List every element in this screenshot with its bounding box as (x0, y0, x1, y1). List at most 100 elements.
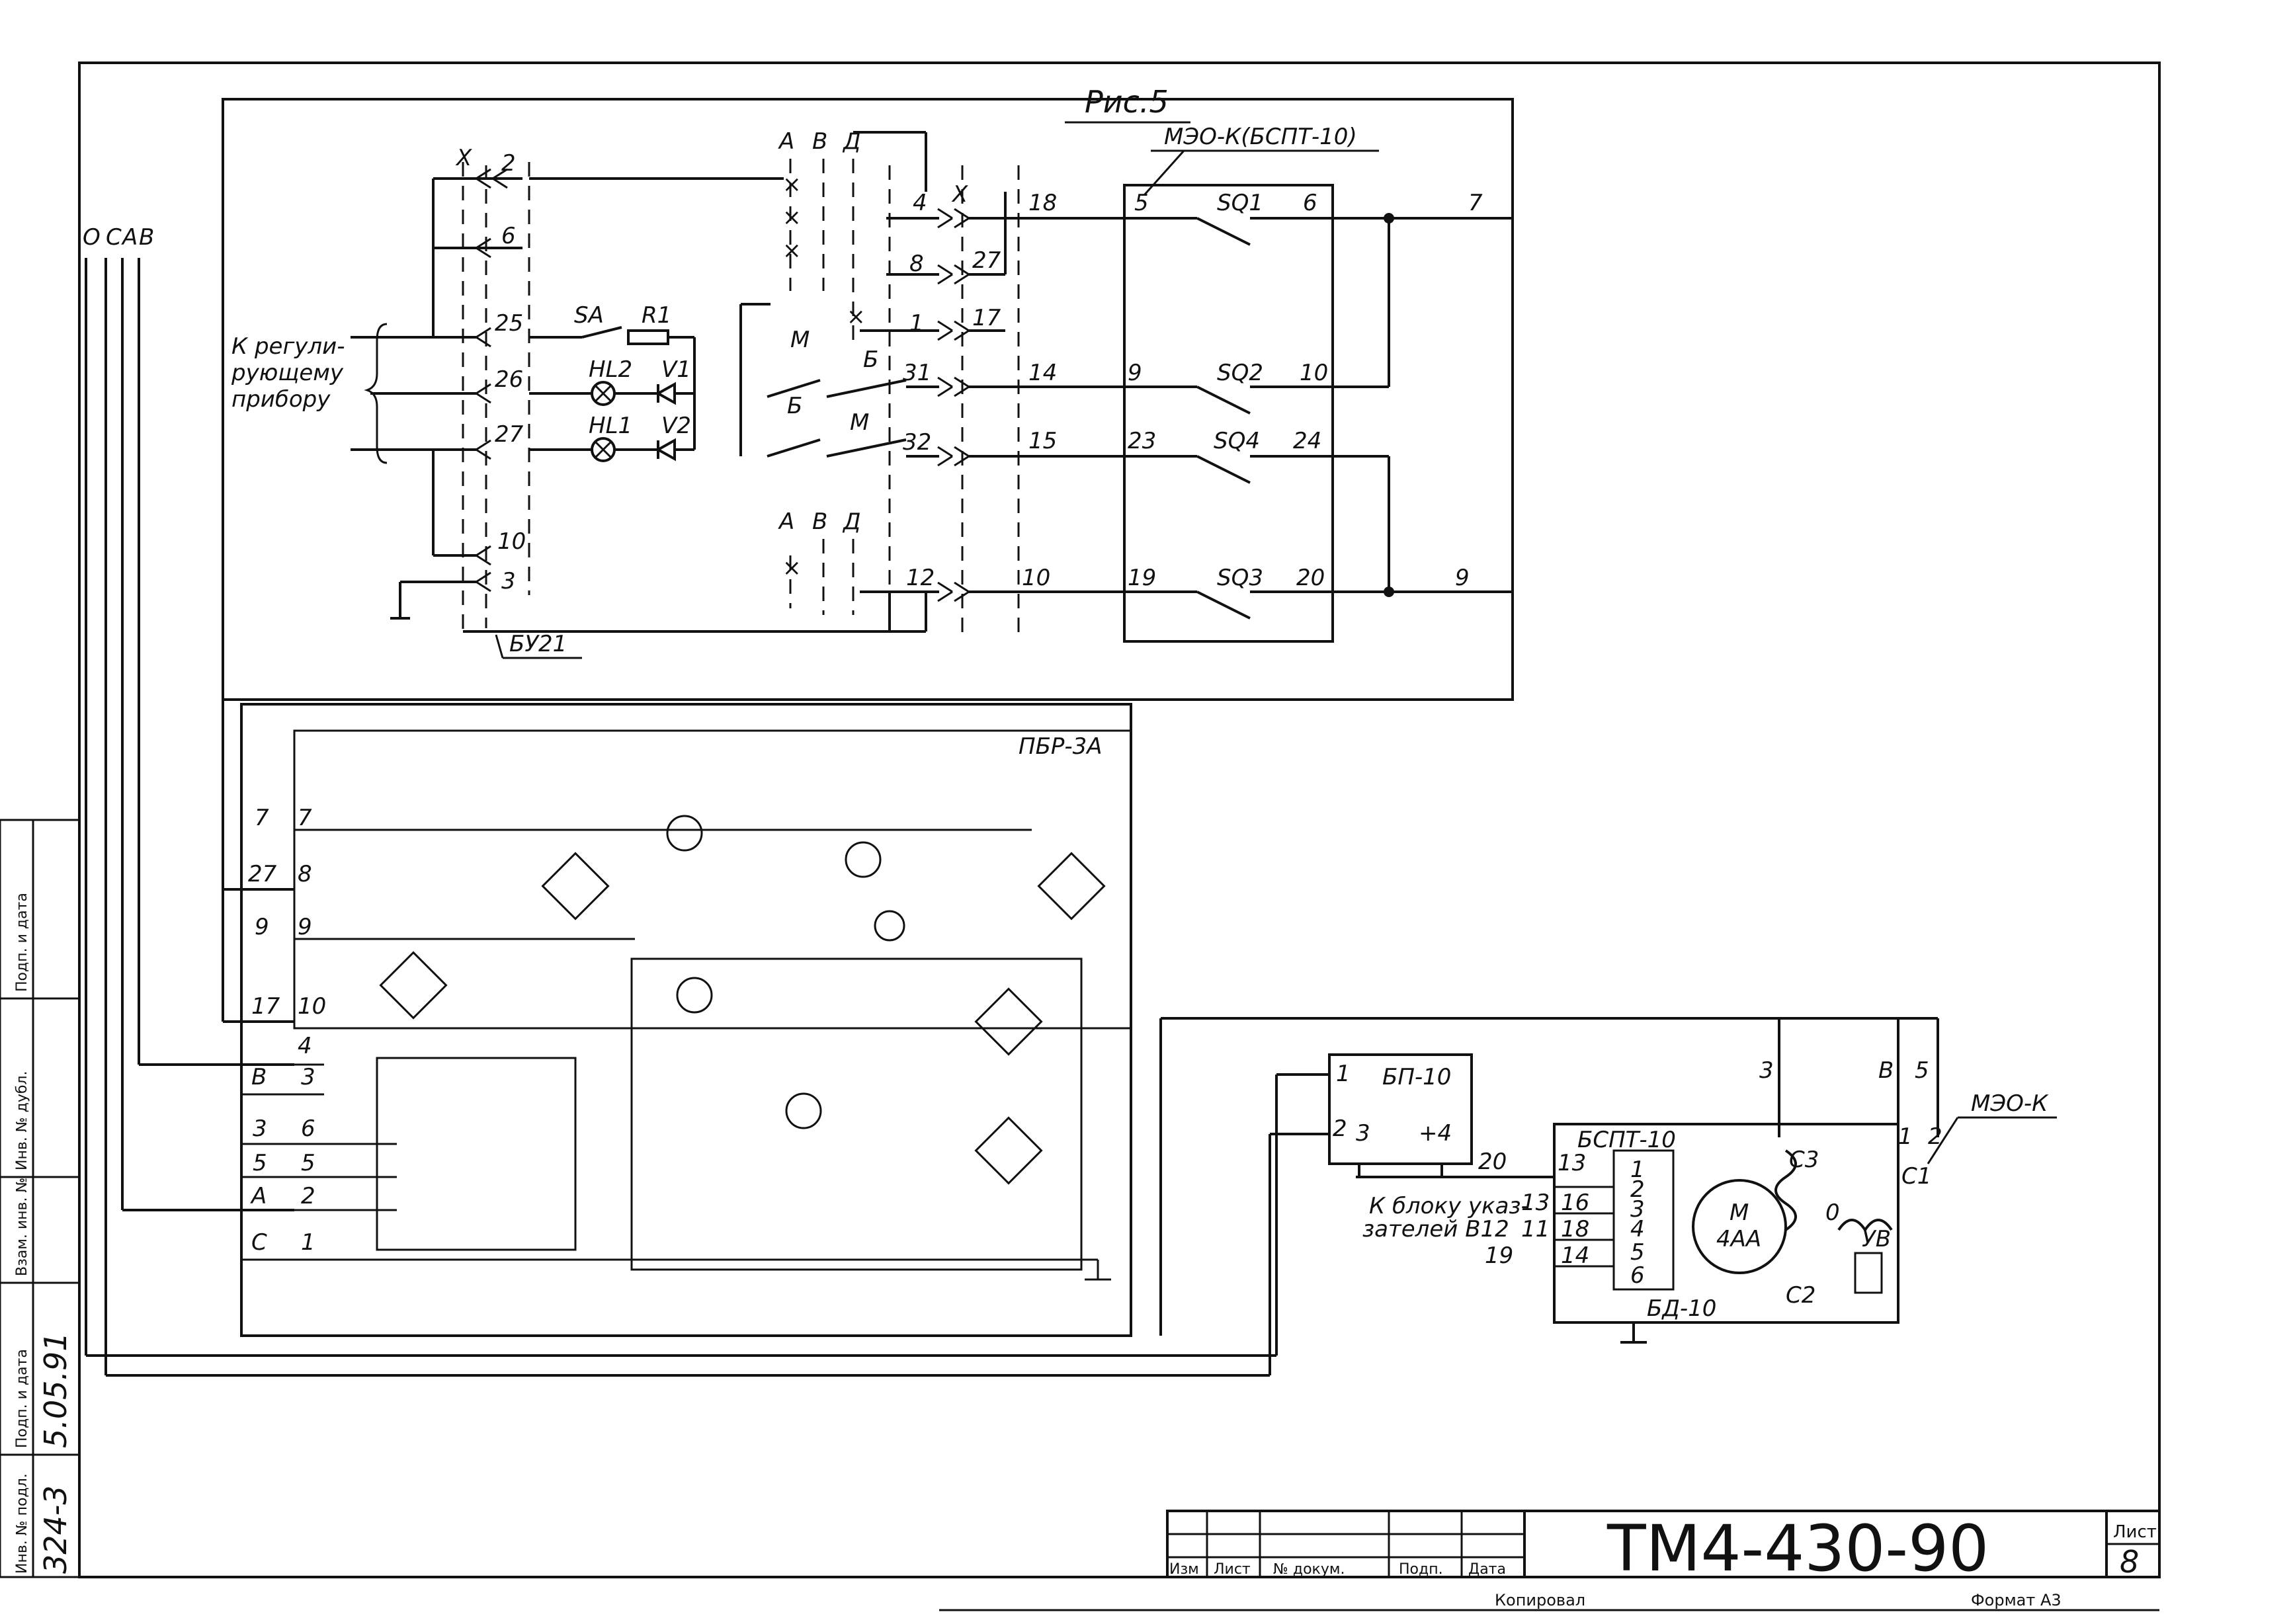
hl1-label: HL1 (589, 413, 632, 439)
pbr-inner-8: 8 (298, 861, 312, 887)
title-block: Изм Лист № докум. Подп. Дата ТМ4-430-90 … (939, 1510, 2161, 1611)
stamp-field-1: Инв. № подл. (14, 1473, 30, 1574)
bu21-x-mark: X (455, 145, 472, 171)
pbr-inner-4: 4 (298, 1033, 312, 1059)
pbr-inner-10: 10 (298, 993, 326, 1020)
switch-m-1: М (790, 327, 810, 353)
transistor-v13 (666, 815, 703, 852)
pbr-inner-3: 3 (301, 1064, 315, 1090)
wire-9-label: 9 (1455, 565, 1470, 591)
copied-label: Копировал (1495, 1591, 1585, 1609)
motor-label-4aa: 4АА (1716, 1226, 1761, 1252)
pbr-input-v: В (251, 1064, 267, 1090)
pbr-output-stage (630, 957, 1083, 1271)
right-contact-32: 32 (903, 429, 931, 456)
selector-a-bottom: А (778, 508, 794, 535)
switch-b-2: Б (787, 393, 802, 419)
right-contact-31: 31 (903, 360, 931, 386)
bu21-contact-10: 10 (497, 528, 526, 555)
bp10-term-4: +4 (1419, 1120, 1452, 1147)
sa-switch-label: SA (574, 302, 604, 329)
figure-caption-text: Рис.5 (1085, 84, 1169, 120)
winding-uv-box (1854, 1252, 1883, 1294)
hl2-label: HL2 (589, 356, 632, 383)
bspt10-wire-19: 19 (1485, 1242, 1513, 1269)
bspt10-term-16: 16 (1561, 1190, 1589, 1216)
meo-name: МЭО-К (1971, 1090, 2049, 1117)
sq3-switch: 10 19 SQ3 20 (1022, 565, 1333, 620)
bspt10-wire-13: 13 (1521, 1190, 1550, 1216)
winding-uv: УВ (1862, 1226, 1891, 1252)
bd10-name: БД-10 (1647, 1295, 1716, 1322)
v2-label: V2 (661, 413, 691, 439)
sq2-name: SQ2 (1217, 360, 1263, 386)
switch-b-1: Б (863, 346, 878, 373)
bd10-term-5: 5 (1630, 1239, 1645, 1266)
svg-text:×: × (782, 555, 802, 581)
winding-0: 0 (1825, 1199, 1840, 1226)
sq1-right-term: 6 (1303, 190, 1317, 216)
format-label: Формат А3 (1971, 1591, 2062, 1609)
pbr-inner-9: 9 (298, 914, 312, 940)
bd10-term-1: 1 (1630, 1157, 1645, 1183)
stamp-field-2: Подп. и дата (14, 1349, 30, 1448)
wire-27-label: 27 (972, 247, 1001, 274)
bp10-term-1: 1 (1336, 1061, 1351, 1087)
bus-label-s: С (106, 224, 122, 251)
svg-text:×: × (782, 204, 802, 231)
bu21-contact-25: 25 (495, 310, 523, 337)
bd10-term-2: 2 (1630, 1176, 1645, 1203)
tb-header-list: Лист (1214, 1561, 1251, 1578)
regulator-note-3: прибору (231, 386, 331, 413)
stamp-value-date: 5.05.91 (38, 1332, 73, 1448)
pbr-inner-1: 1 (301, 1229, 315, 1256)
pbr-name: ПБР-3А (1019, 733, 1103, 760)
v1-label: V1 (661, 356, 691, 383)
regulator-note-2: рующему (231, 360, 344, 386)
stamp-field-3: Взам. инв. № (14, 1178, 30, 1276)
motor-label-m: М (1730, 1199, 1749, 1226)
bd10-term-3: 3 (1630, 1196, 1645, 1223)
pbr-inner-frame (293, 729, 1132, 1030)
selector-v-bottom: В (812, 508, 827, 535)
meo-term-1: 1 (1898, 1123, 1913, 1150)
bp10-frame (1328, 1053, 1473, 1165)
bu21-contact-3: 3 (501, 568, 516, 594)
svg-text:×: × (782, 237, 802, 264)
winding-c2: С2 (1786, 1282, 1815, 1309)
sq1-wire: 18 (1028, 190, 1057, 216)
sq4-left-term: 23 (1128, 428, 1156, 454)
transistor-v25 (785, 1092, 822, 1129)
bridge-v29 (974, 1116, 1043, 1185)
bridge-v20 (1037, 852, 1106, 920)
bridge-v23 (974, 987, 1043, 1056)
right-x-mark: X (951, 181, 968, 208)
pbr-input-3: 3 (253, 1116, 267, 1142)
pbr-input-5: 5 (253, 1150, 267, 1176)
bspt10-term-18: 18 (1561, 1216, 1589, 1242)
bp10-name: БП-10 (1382, 1064, 1451, 1090)
sq2-switch: 14 9 SQ2 10 (1028, 360, 1333, 415)
pbr-left-17: 17 (251, 993, 280, 1020)
sq1-switch: 18 5 SQ1 6 (1028, 190, 1333, 246)
right-contact-4: 4 (913, 190, 927, 216)
sheet-label: Лист (2113, 1522, 2157, 1542)
side-stamp: Подп. и дата Инв. № дубл. Взам. инв. № П… (0, 819, 81, 1578)
tb-header-date: Дата (1468, 1561, 1506, 1578)
sq2-wire: 14 (1028, 360, 1057, 386)
bp10-term-20: 20 (1478, 1149, 1507, 1175)
bspt10-frame (1553, 1123, 1899, 1324)
pbr-left-27: 27 (248, 861, 277, 887)
pbr-inner-7: 7 (298, 805, 312, 831)
v1-diode (655, 382, 676, 405)
regulator-note-1: К регули- (231, 333, 345, 360)
transistor-v14 (845, 841, 882, 878)
svg-text:×: × (782, 171, 802, 198)
sq3-right-term: 20 (1296, 565, 1325, 591)
sq4-wire: 15 (1028, 428, 1057, 454)
tb-header-doc: № докум. (1273, 1561, 1345, 1578)
unit-title: МЭО-К(БСПТ-10) (1164, 124, 1357, 150)
sq3-left-term: 19 (1128, 565, 1156, 591)
transistor-v17 (874, 910, 905, 942)
sq3-wire: 10 (1022, 565, 1050, 591)
